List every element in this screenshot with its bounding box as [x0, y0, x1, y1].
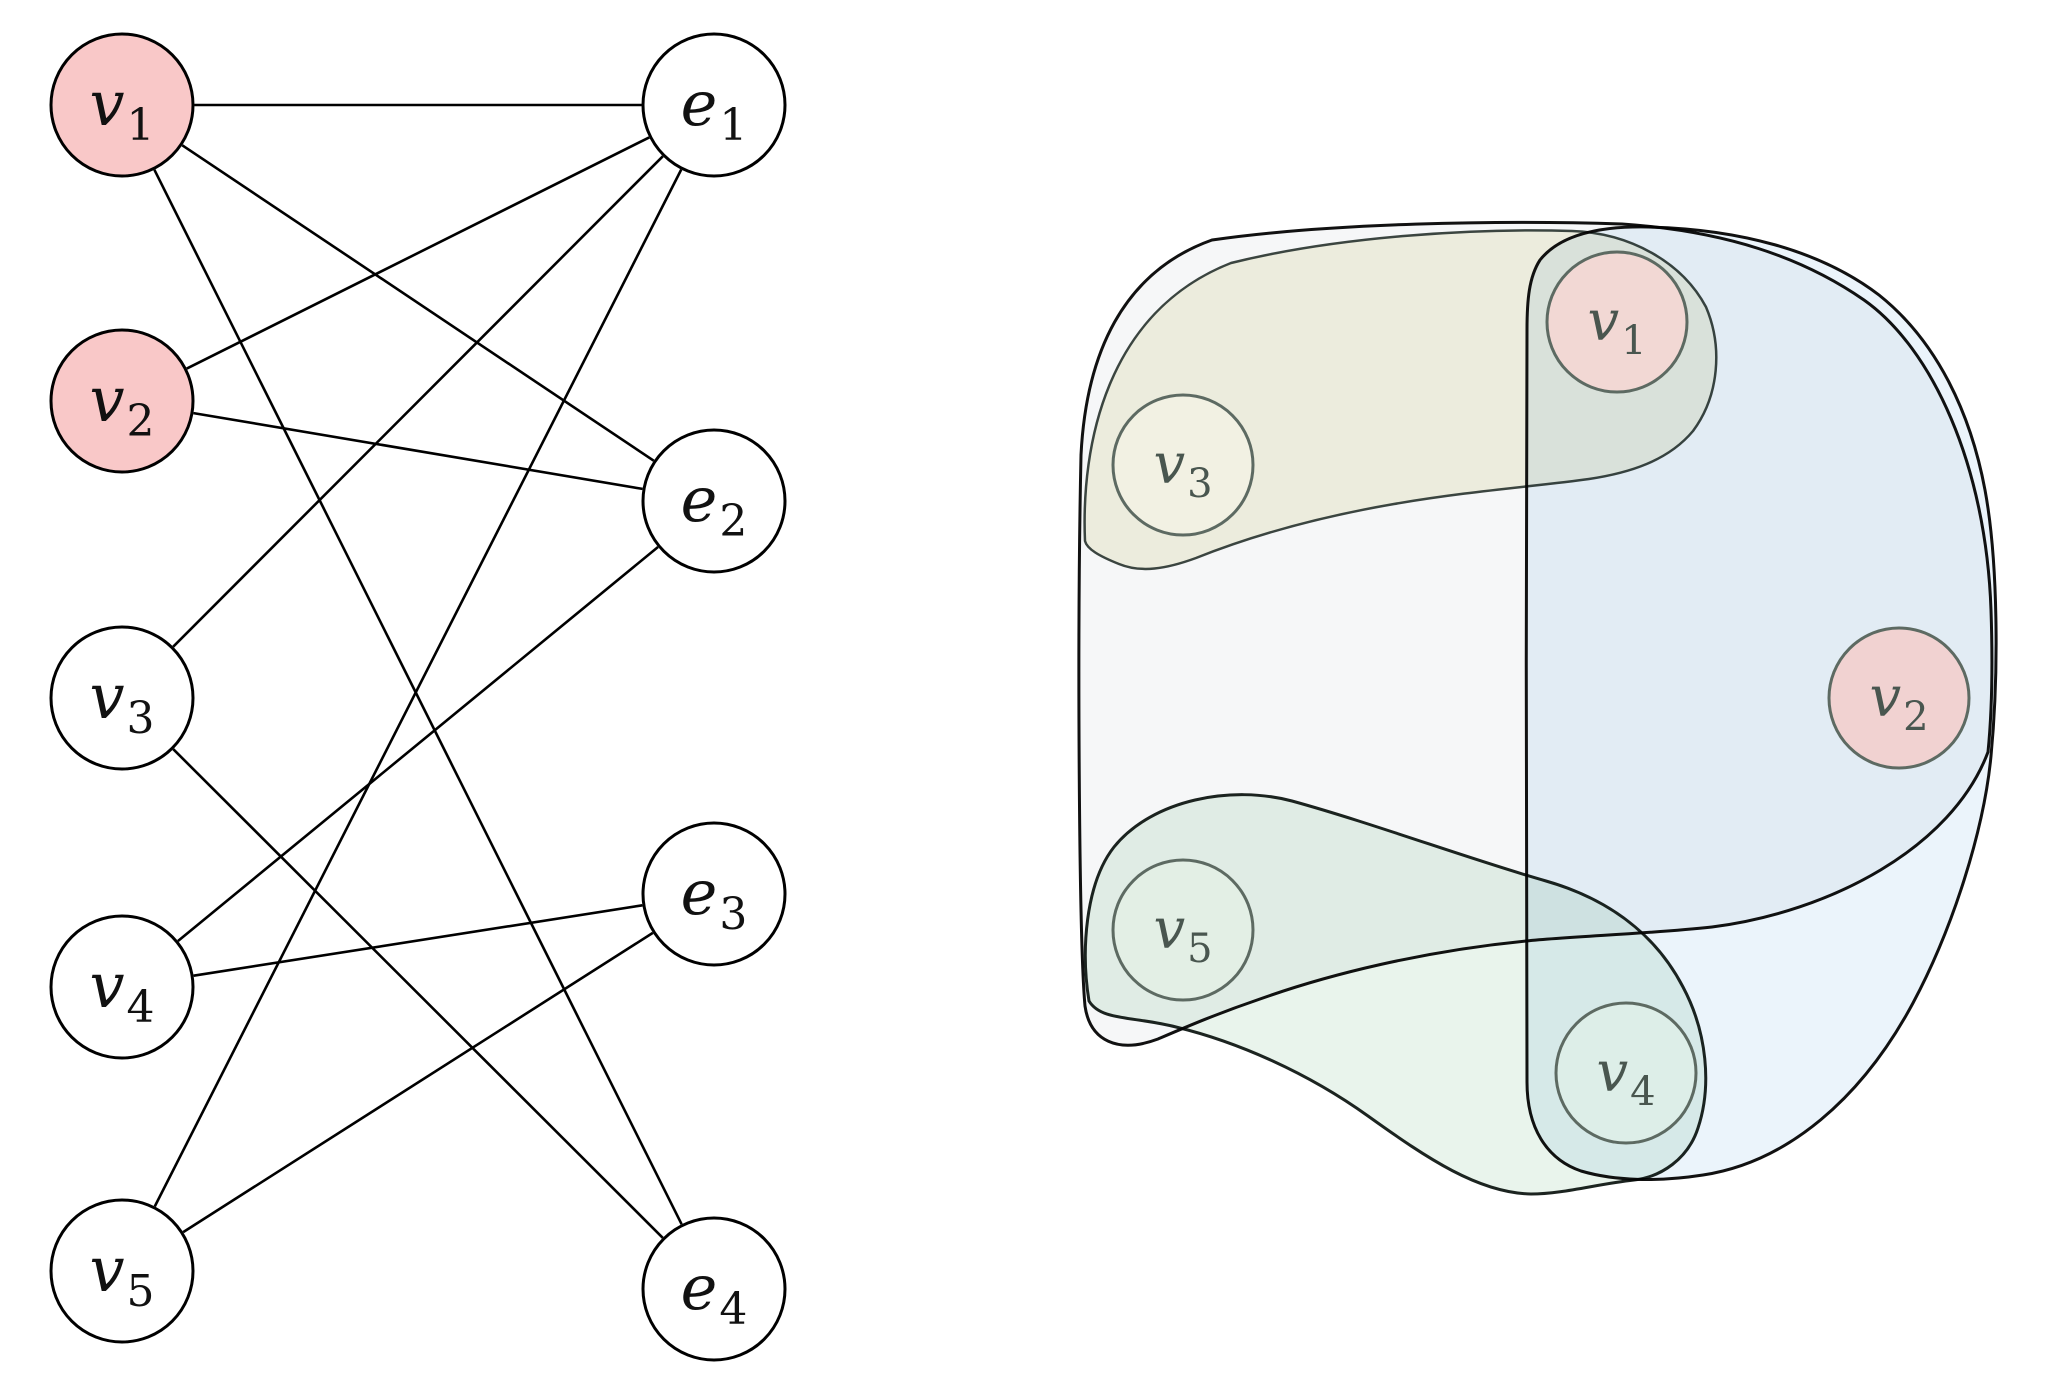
node-label-v2: v2 [1869, 665, 1928, 740]
graph-node-circle-e2 [641, 428, 787, 574]
node-label-v2: v2 [89, 363, 154, 447]
euler-node-circle-v1 [1545, 250, 1689, 394]
graph-node-e1: e1 [641, 32, 787, 178]
node-label-v5: v5 [1153, 897, 1212, 972]
incidence-edge-v5-e1 [153, 169, 683, 1207]
graph-node-circle-e3 [641, 821, 787, 967]
euler-node-circle-v2 [1827, 626, 1971, 770]
incidence-bipartite-graph: v1 v2 v3 v4 v5 e1 e2 e3 e4 [49, 32, 787, 1362]
euler-node-v1: v1 [1545, 250, 1689, 394]
graph-node-e3: e3 [641, 821, 787, 967]
graph-node-v5: v5 [49, 1198, 195, 1344]
incidence-nodes: v1 v2 v3 v4 v5 e1 e2 e3 e4 [49, 32, 787, 1362]
graph-node-circle-v2 [49, 328, 195, 474]
graph-node-v3: v3 [49, 625, 195, 771]
euler-diagram-nodes: v1 v2 v3 v4 v5 [1111, 250, 1971, 1145]
incidence-edges [153, 103, 683, 1239]
graph-node-circle-v4 [49, 914, 195, 1060]
graph-node-circle-v1 [49, 32, 195, 178]
euler-node-v3: v3 [1111, 393, 1255, 537]
graph-node-circle-e1 [641, 32, 787, 178]
node-label-e1: e1 [681, 67, 748, 151]
graph-node-e4: e4 [641, 1216, 787, 1362]
incidence-edge-v2-e1 [186, 136, 650, 370]
incidence-edge-v4-e3 [193, 904, 643, 977]
node-label-v3: v3 [89, 660, 154, 744]
graph-node-circle-v5 [49, 1198, 195, 1344]
incidence-edge-v3-e4 [172, 748, 664, 1239]
node-label-v1: v1 [1587, 289, 1646, 364]
node-label-e4: e4 [681, 1251, 748, 1335]
graph-node-circle-e4 [641, 1216, 787, 1362]
euler-node-circle-v5 [1111, 858, 1255, 1002]
graph-node-e2: e2 [641, 428, 787, 574]
node-label-v4: v4 [1596, 1040, 1655, 1115]
incidence-edge-v2-e2 [193, 411, 643, 491]
euler-node-v4: v4 [1554, 1001, 1698, 1145]
euler-node-circle-v3 [1111, 393, 1255, 537]
node-label-v5: v5 [89, 1233, 154, 1317]
incidence-edge-v1-e4 [153, 169, 683, 1225]
euler-node-v5: v5 [1111, 858, 1255, 1002]
node-label-e3: e3 [681, 856, 748, 940]
graph-node-v1: v1 [49, 32, 195, 178]
euler-node-v2: v2 [1827, 626, 1971, 770]
graph-node-v2: v2 [49, 328, 195, 474]
incidence-edge-v3-e1 [172, 155, 664, 648]
node-label-e2: e2 [681, 463, 748, 547]
node-label-v1: v1 [89, 67, 154, 151]
graph-node-v4: v4 [49, 914, 195, 1060]
graph-node-circle-v3 [49, 625, 195, 771]
euler-diagram: v1 v2 v3 v4 v5 [1077, 220, 1998, 1196]
incidence-edge-v5-e3 [182, 931, 654, 1234]
euler-node-circle-v4 [1554, 1001, 1698, 1145]
incidence-edge-v1-e2 [181, 144, 655, 462]
node-label-v4: v4 [89, 949, 154, 1033]
incidence-edge-v4-e2 [177, 545, 659, 943]
node-label-v3: v3 [1153, 432, 1212, 507]
